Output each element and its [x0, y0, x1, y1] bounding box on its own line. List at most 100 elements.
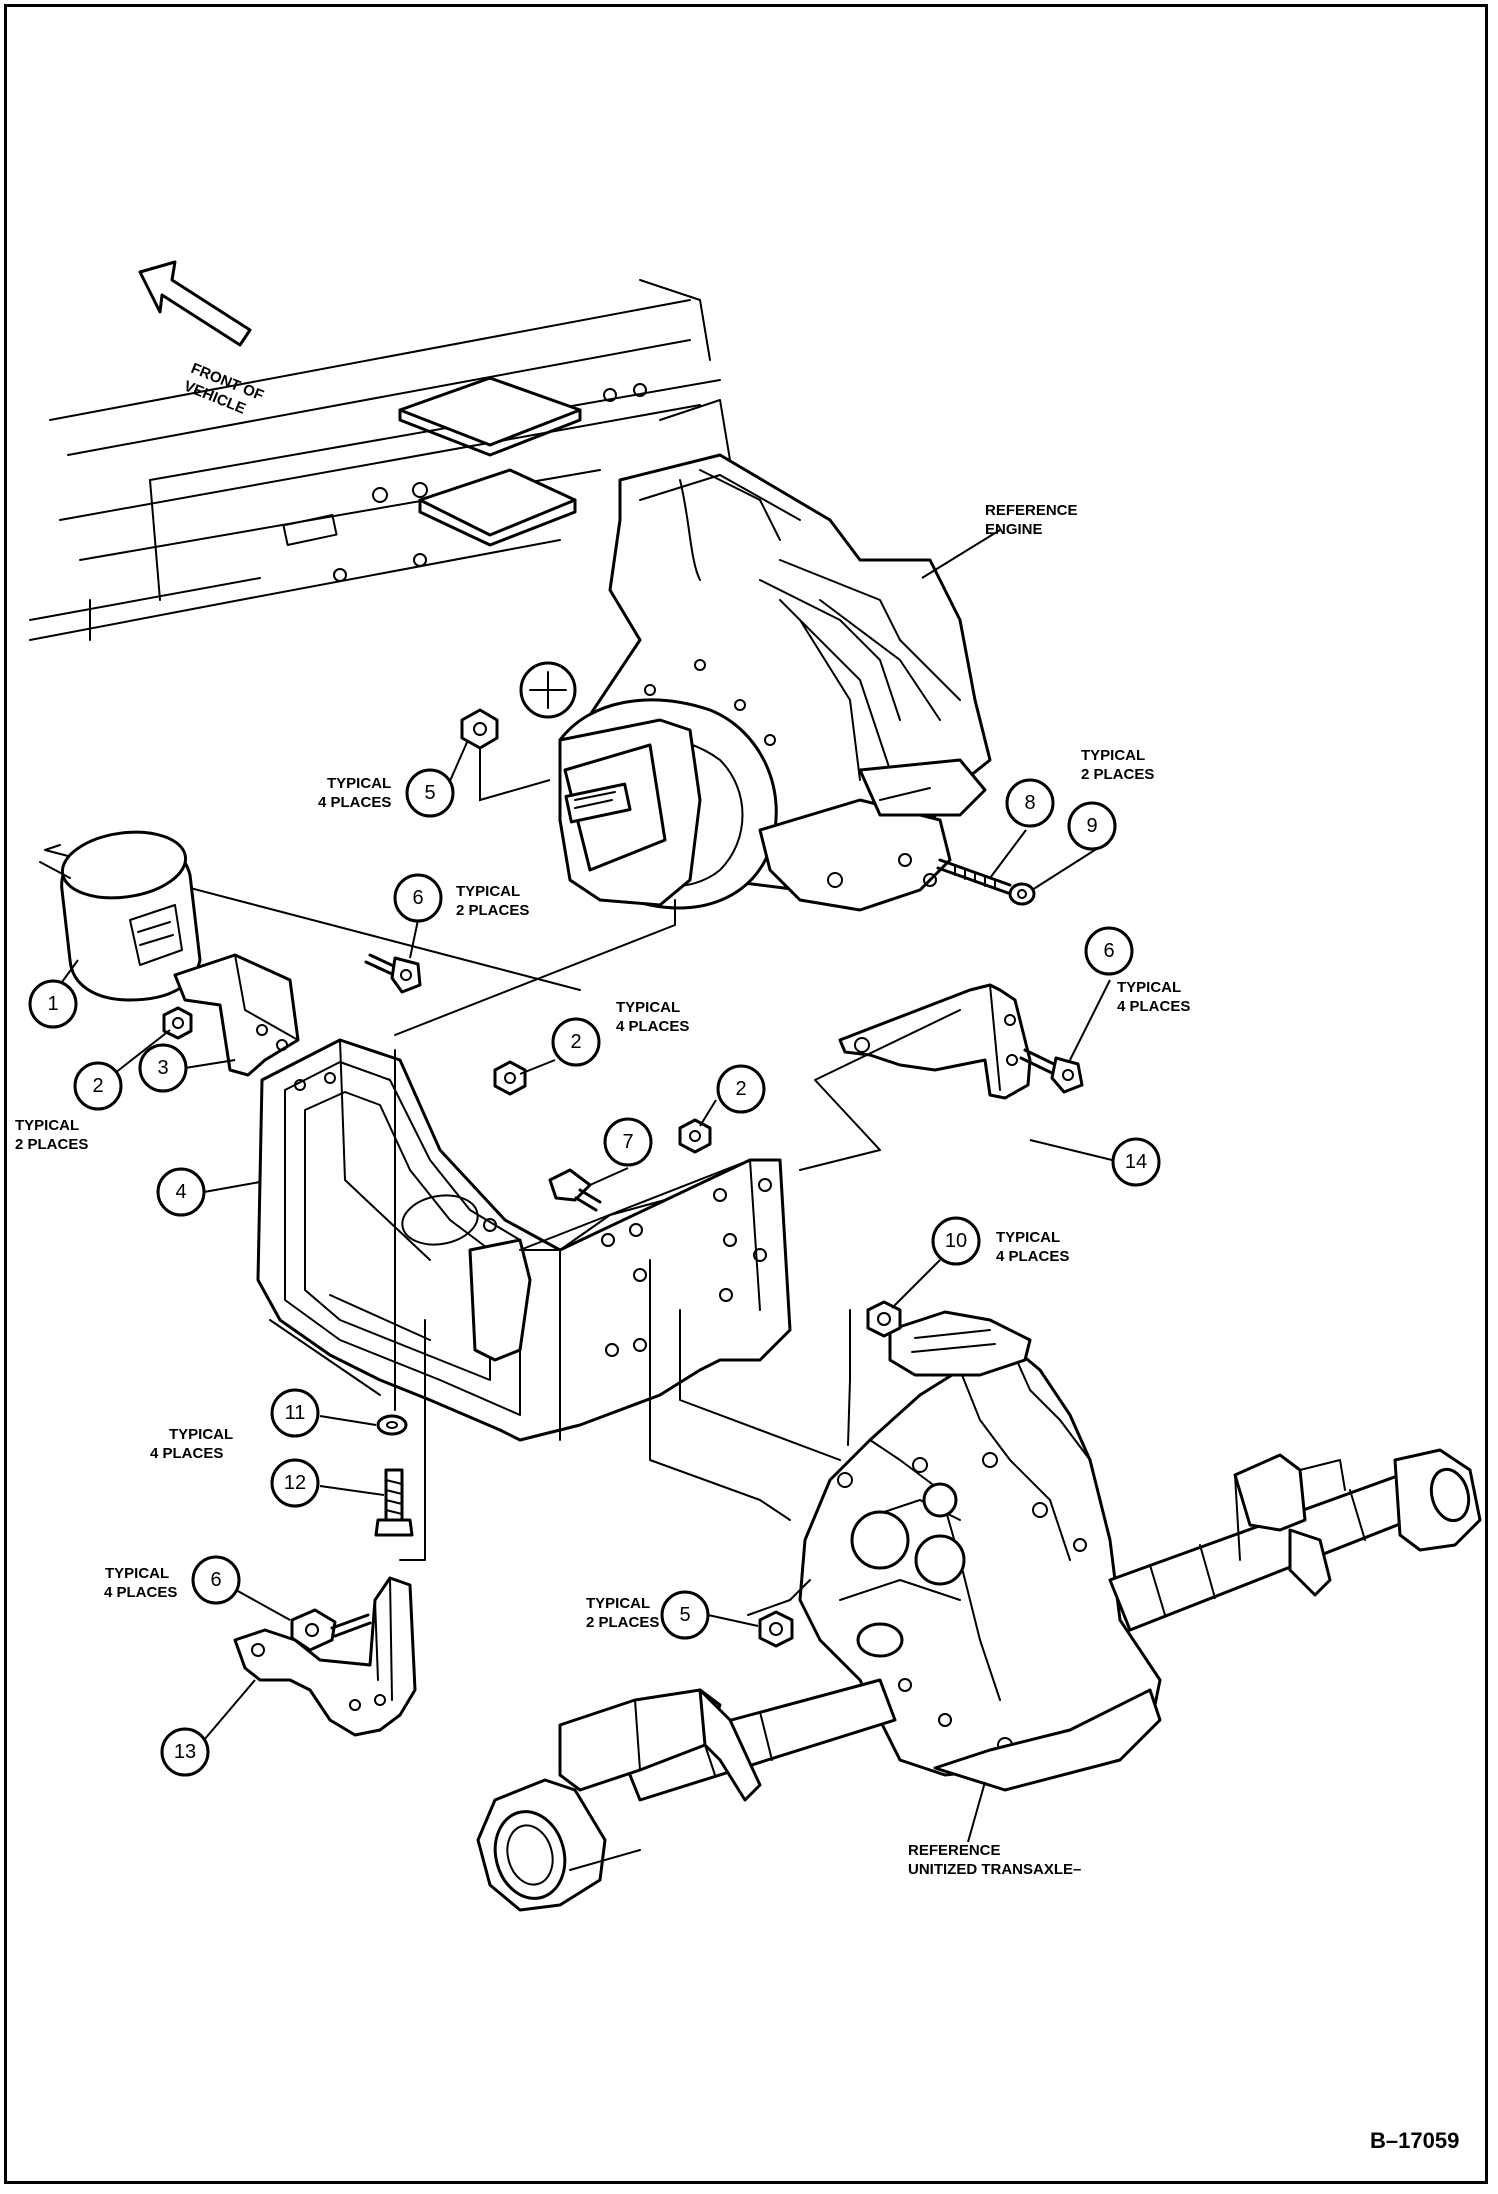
tray-nut-a — [493, 1060, 527, 1096]
lower-bracket-bolt — [290, 1608, 372, 1652]
reference-transaxle-label: REFERENCE UNITIZED TRANSAXLE– — [908, 1842, 1081, 1878]
tray-nut-b — [678, 1118, 712, 1154]
leader-9 — [1031, 847, 1099, 891]
reference-transaxle — [798, 1310, 1162, 1792]
nut-upper-leader — [479, 748, 551, 802]
engine-mount-washer — [1008, 882, 1036, 906]
callout-6a: 6 — [393, 873, 443, 923]
note-typical-4-places-item6b: TYPICAL 4 PLACES — [1117, 979, 1190, 1015]
frame-mount-pad-lower — [418, 468, 577, 547]
leader-10 — [891, 1259, 941, 1309]
mounting-tray — [256, 1038, 792, 1442]
svg-text:2: 2 — [735, 1078, 746, 1100]
figure-id: B–17059 — [1370, 2128, 1459, 2153]
transaxle-assembly-line-b — [649, 1259, 791, 1521]
leader-6a — [409, 919, 419, 959]
leader-3 — [184, 1059, 236, 1069]
spring-hanger-right — [1233, 1453, 1346, 1597]
transaxle-assembly-line-a — [847, 1309, 851, 1446]
callout-9: 9 — [1067, 801, 1117, 851]
leader-11 — [319, 1415, 377, 1426]
small-bracket — [173, 953, 300, 1077]
callout-5a: 5 — [405, 768, 455, 818]
leader-4 — [203, 1181, 261, 1193]
frame-mount-pad-upper — [398, 376, 582, 457]
assembly-line-mount-to-tray — [44, 844, 581, 991]
svg-text:9: 9 — [1086, 815, 1097, 837]
svg-text:3: 3 — [157, 1057, 168, 1079]
engine-nut-upper — [460, 708, 499, 750]
callout-12: 12 — [270, 1458, 320, 1508]
svg-text:6: 6 — [1103, 940, 1114, 962]
engine-side-bolt — [1019, 1048, 1084, 1094]
note-typical-2-places-item5b: TYPICAL 2 PLACES — [586, 1595, 659, 1631]
svg-text:4: 4 — [175, 1181, 186, 1203]
note-typical-4-places-item11: TYPICAL 4 PLACES — [150, 1426, 237, 1462]
bracket-nut — [162, 1006, 193, 1040]
bracket-axis-line — [399, 1319, 426, 1561]
spring-hanger-left — [558, 1688, 762, 1802]
callout-11: 11 — [270, 1388, 320, 1438]
callout-2b: 2 — [551, 1017, 601, 1067]
engine-side-bracket — [838, 983, 1032, 1100]
leader-1 — [61, 959, 79, 983]
callout-8: 8 — [1005, 778, 1055, 828]
callout-3: 3 — [138, 1043, 188, 1093]
front-of-vehicle-label: FRONT OF VEHICLE — [181, 360, 269, 424]
reference-engine-leader — [921, 529, 1001, 579]
leader-8 — [989, 829, 1027, 879]
svg-text:2: 2 — [570, 1031, 581, 1053]
leader-6b — [1069, 979, 1111, 1061]
leader-2c — [699, 1099, 717, 1127]
callout-10: 10 — [931, 1216, 981, 1266]
lower-bracket — [233, 1576, 417, 1737]
leader-12 — [319, 1485, 385, 1496]
tray-bolt-upper — [364, 953, 422, 994]
callout-2c: 2 — [716, 1064, 766, 1114]
callout-2a: 2 — [73, 1061, 123, 1111]
callout-1: 1 — [28, 979, 78, 1029]
svg-text:2: 2 — [92, 1075, 103, 1097]
callout-13: 13 — [160, 1727, 210, 1777]
leader-2a — [114, 1029, 171, 1074]
tray-washer — [376, 1414, 408, 1436]
svg-text:14: 14 — [1125, 1151, 1147, 1173]
leader-6c — [235, 1589, 291, 1621]
callout-7: 7 — [603, 1117, 653, 1167]
leader-5b — [707, 1614, 759, 1627]
callout-14: 14 — [1111, 1137, 1161, 1187]
svg-text:8: 8 — [1024, 792, 1035, 814]
svg-text:5: 5 — [424, 782, 435, 804]
tray-bottom-bolt — [374, 1468, 414, 1537]
svg-text:1: 1 — [47, 993, 58, 1015]
transaxle-lower-assembly-line — [747, 1579, 811, 1616]
isolator-dash — [39, 861, 71, 879]
note-typical-4-places-item2b: TYPICAL 4 PLACES — [616, 999, 689, 1035]
note-typical-4-places-item10: TYPICAL 4 PLACES — [996, 1229, 1069, 1265]
transaxle-nut-upper — [866, 1300, 902, 1338]
assembly-line-engine-to-tray — [394, 899, 676, 1036]
svg-text:12: 12 — [284, 1472, 306, 1494]
leader-2b — [519, 1059, 556, 1075]
reference-engine — [519, 453, 992, 912]
callout-4: 4 — [156, 1167, 206, 1217]
tray-bolt — [548, 1168, 602, 1212]
reference-engine-label: REFERENCE ENGINE — [985, 502, 1082, 538]
svg-text:6: 6 — [210, 1569, 221, 1591]
svg-text:5: 5 — [679, 1604, 690, 1626]
isolator-mount — [60, 830, 202, 1002]
reference-transaxle-leader — [967, 1781, 986, 1843]
note-typical-2-places-item8: TYPICAL 2 PLACES — [1081, 747, 1154, 783]
leader-7 — [589, 1167, 629, 1186]
callout-6b: 6 — [1084, 926, 1134, 976]
svg-text:7: 7 — [622, 1131, 633, 1153]
transaxle-nut-lower — [758, 1610, 794, 1648]
svg-text:11: 11 — [285, 1402, 306, 1424]
note-typical-2-places-item2a: TYPICAL 2 PLACES — [15, 1117, 88, 1153]
svg-text:13: 13 — [174, 1741, 196, 1763]
callout-5b: 5 — [660, 1590, 710, 1640]
note-typical-4-places-item5a: TYPICAL 4 PLACES — [318, 775, 395, 811]
leader-13 — [203, 1679, 256, 1741]
